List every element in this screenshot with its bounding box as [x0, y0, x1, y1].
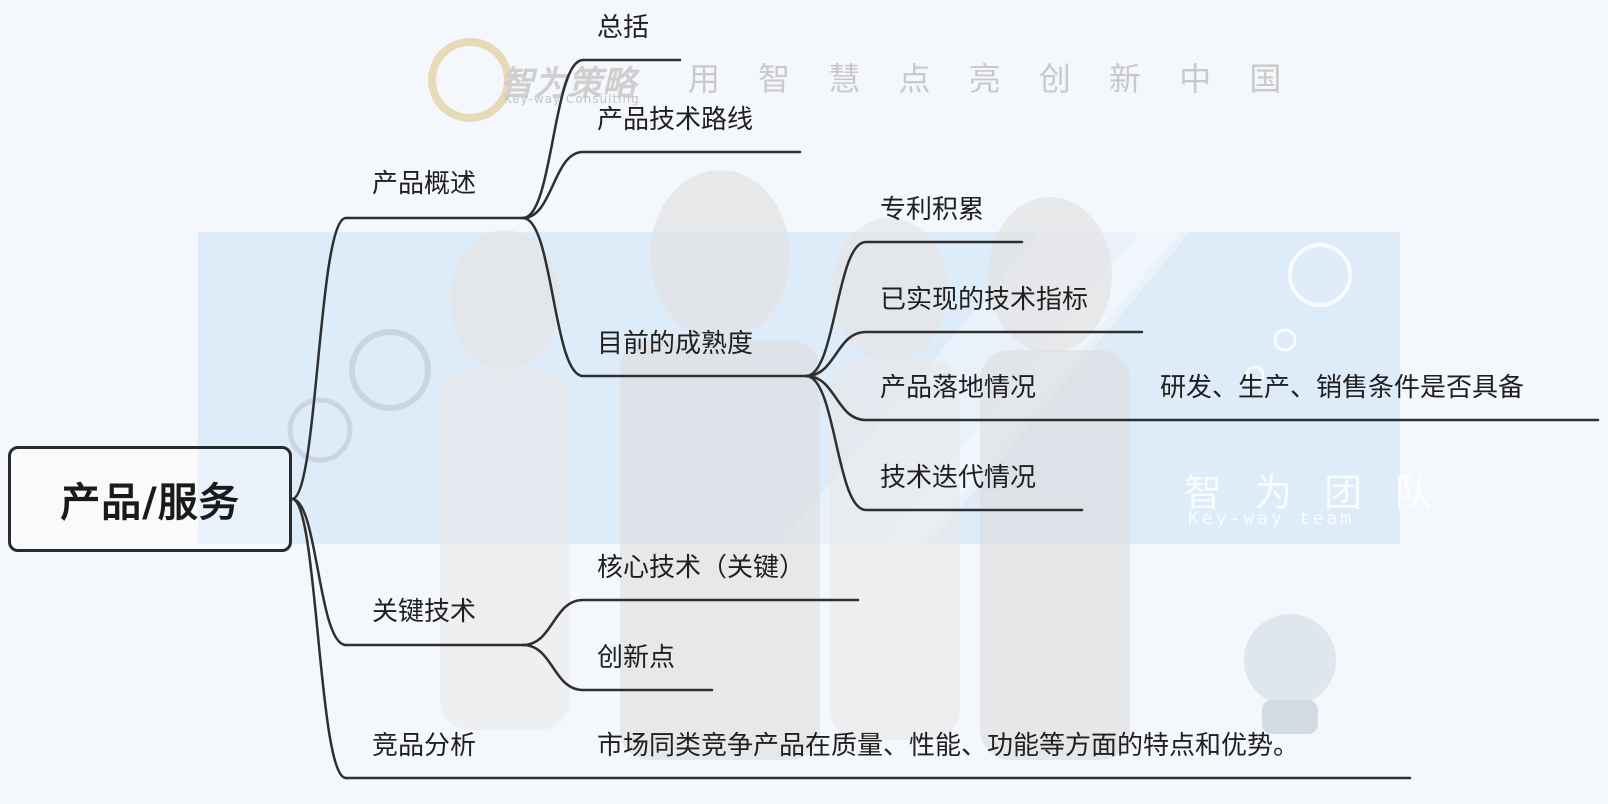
virus-icon	[1288, 243, 1352, 307]
brand-watermark: 智为策略	[500, 64, 636, 104]
node-patents[interactable]: 专利积累	[880, 195, 985, 225]
edge-maturity-metrics	[804, 330, 1144, 378]
node-core-technology[interactable]: 核心技术（关键）	[597, 553, 806, 583]
node-competitor-analysis[interactable]: 竞品分析	[372, 731, 477, 761]
edge-maturity-patents	[804, 240, 1024, 378]
node-key-technology[interactable]: 关键技术	[372, 597, 477, 627]
light-bulb-icon	[1244, 614, 1336, 706]
edge-root-competition	[290, 497, 348, 780]
gear-icon	[349, 329, 431, 411]
brand-logo-icon	[428, 38, 512, 122]
root-node[interactable]: 产品/服务	[8, 446, 292, 552]
molecule-icon	[1245, 365, 1265, 385]
node-deployment[interactable]: 产品落地情况	[880, 373, 1037, 403]
molecule-icon	[1273, 328, 1297, 352]
node-iteration[interactable]: 技术迭代情况	[880, 463, 1037, 493]
edge-root-keytech	[290, 497, 348, 647]
team-title: 智 为 团 队	[1184, 471, 1443, 515]
character-silhouette	[450, 230, 560, 370]
brand-watermark-subtitle: Key-way Consulting	[504, 92, 640, 106]
node-innovation-points[interactable]: 创新点	[597, 643, 676, 673]
edge-maturity-iteration	[804, 374, 1084, 512]
character-silhouette	[830, 360, 960, 740]
note-competitor-analysis[interactable]: 市场同类竞争产品在质量、性能、功能等方面的特点和优势。	[597, 731, 1300, 761]
edge-maturity-deployment	[804, 374, 1600, 422]
character-silhouette	[832, 218, 948, 362]
edge-overview-maturity	[521, 216, 808, 378]
edge-root-overview	[290, 216, 348, 501]
team-subtitle: Key-way team	[1188, 508, 1355, 529]
character-silhouette	[620, 340, 820, 760]
root-node-label: 产品/服务	[60, 480, 240, 526]
note-deployment[interactable]: 研发、生产、销售条件是否具备	[1160, 373, 1525, 403]
character-silhouette	[650, 170, 790, 340]
node-product-overview[interactable]: 产品概述	[372, 169, 477, 199]
edge-keytech-core	[521, 598, 860, 647]
edge-overview-summary	[521, 58, 682, 220]
node-maturity[interactable]: 目前的成熟度	[597, 329, 754, 359]
node-summary[interactable]: 总括	[597, 13, 650, 43]
character-silhouette	[980, 350, 1130, 760]
slogan-watermark: 用 智 慧 点 亮 创 新 中 国	[688, 60, 1296, 98]
edge-keytech-innovation	[521, 643, 714, 692]
light-bulb-base	[1262, 700, 1318, 734]
node-tech-roadmap[interactable]: 产品技术路线	[597, 105, 754, 135]
edge-overview-roadmap	[521, 150, 802, 220]
node-achieved-metrics[interactable]: 已实现的技术指标	[880, 285, 1089, 315]
gear-icon	[287, 397, 353, 463]
character-silhouette	[988, 197, 1112, 353]
